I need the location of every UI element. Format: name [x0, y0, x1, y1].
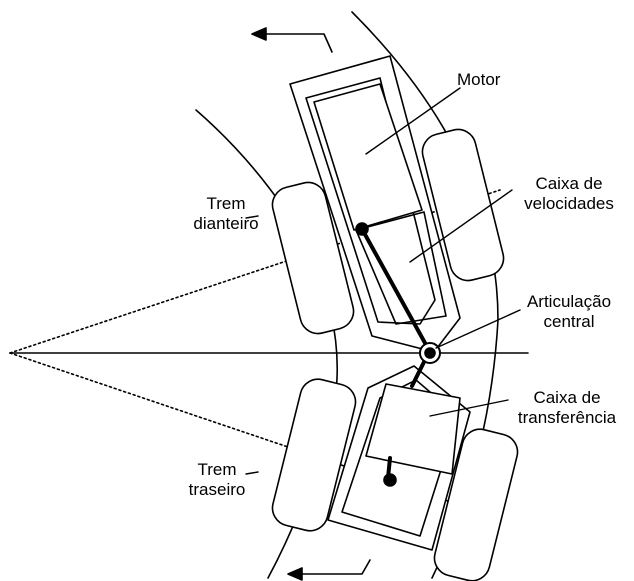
- top-direction-arrow: [251, 27, 333, 53]
- central-joint-label-line1: Articulação: [526, 292, 612, 311]
- gearbox-label-line2: velocidades: [524, 194, 614, 213]
- rear-left-wheel: [271, 378, 357, 532]
- front-left-wheel: [271, 181, 355, 335]
- front-axle-hub: [355, 222, 369, 236]
- transfer-case-label: Caixa de transferência: [504, 388, 630, 428]
- bottom-direction-arrow: [287, 559, 371, 581]
- central-joint: [419, 342, 441, 364]
- front-axle-label-line2: dianteiro: [193, 214, 259, 233]
- leader-lines: [245, 87, 521, 475]
- rear-right-wheel: [433, 428, 519, 581]
- motor-label: Motor: [457, 70, 501, 89]
- gearbox-block: [355, 211, 447, 325]
- central-joint-label: Articulação central: [512, 292, 626, 332]
- rear-axle-label-line2: traseiro: [188, 480, 246, 499]
- transfer-case-label-line2: transferência: [517, 408, 617, 427]
- rear-axle-hub: [383, 473, 397, 487]
- transfer-case-label-line1: Caixa de: [533, 388, 601, 407]
- front-drive-shaft: [360, 227, 432, 354]
- gearbox-label: Caixa de velocidades: [512, 174, 626, 214]
- front-right-wheel: [421, 128, 505, 282]
- rear-axle-label-line1: Trem: [197, 460, 237, 479]
- front-axle-label: Trem dianteiro: [186, 194, 266, 234]
- gearbox-label-line1: Caixa de: [535, 174, 603, 193]
- engine-block: [313, 83, 423, 231]
- front-axle-label-line1: Trem: [206, 194, 246, 213]
- rear-axle-label: Trem traseiro: [176, 460, 258, 500]
- central-joint-label-line2: central: [543, 312, 595, 331]
- transfer-case-block: [365, 383, 461, 475]
- rear-drive-shaft: [410, 360, 426, 388]
